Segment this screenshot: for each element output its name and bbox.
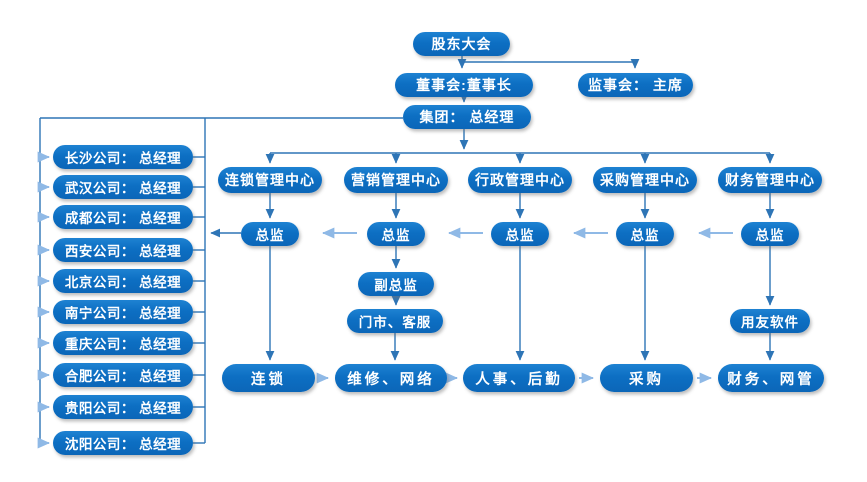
node-center-marketing-management: 营销管理中心 xyxy=(344,167,448,193)
node-retail-customer-service: 门市、客服 xyxy=(347,309,443,333)
node-ufida-software: 用友软件 xyxy=(730,309,810,333)
node-company-wuhan: 武汉公司： 总经理 xyxy=(53,175,193,199)
node-center-chain-management: 连锁管理中心 xyxy=(218,167,322,193)
node-board-chairman: 董事会:董事长 xyxy=(395,73,533,97)
node-company-guiyang: 贵阳公司： 总经理 xyxy=(53,395,193,419)
node-dept-repair-network: 维修、网络 xyxy=(335,364,447,392)
node-company-nanning: 南宁公司： 总经理 xyxy=(53,300,193,324)
node-group-general-manager: 集团： 总经理 xyxy=(403,105,531,129)
node-director-marketing: 总监 xyxy=(367,222,425,246)
node-dept-chain: 连锁 xyxy=(222,364,315,392)
node-company-beijing: 北京公司： 总经理 xyxy=(53,269,193,293)
node-director-chain: 总监 xyxy=(241,222,299,246)
node-company-xian: 西安公司： 总经理 xyxy=(53,238,193,262)
node-center-finance-management: 财务管理中心 xyxy=(718,167,822,193)
node-director-finance: 总监 xyxy=(741,222,799,246)
node-supervisory-board: 监事会： 主席 xyxy=(578,73,693,97)
node-deputy-director: 副总监 xyxy=(358,272,434,296)
node-dept-procurement: 采购 xyxy=(600,364,693,392)
node-company-shenyang: 沈阳公司： 总经理 xyxy=(53,431,193,455)
node-director-admin: 总监 xyxy=(491,222,549,246)
node-shareholders-meeting: 股东大会 xyxy=(413,32,510,56)
node-dept-hr-logistics: 人事、后勤 xyxy=(463,364,575,392)
node-center-procurement-management: 采购管理中心 xyxy=(593,167,697,193)
node-company-hefei: 合肥公司： 总经理 xyxy=(53,363,193,387)
node-director-procurement: 总监 xyxy=(616,222,674,246)
node-company-chongqing: 重庆公司： 总经理 xyxy=(53,331,193,355)
node-company-chengdu: 成都公司： 总经理 xyxy=(53,205,193,229)
node-dept-finance-network: 财务、网管 xyxy=(718,364,824,392)
node-company-changsha: 长沙公司： 总经理 xyxy=(53,145,193,169)
node-center-admin-management: 行政管理中心 xyxy=(468,167,572,193)
